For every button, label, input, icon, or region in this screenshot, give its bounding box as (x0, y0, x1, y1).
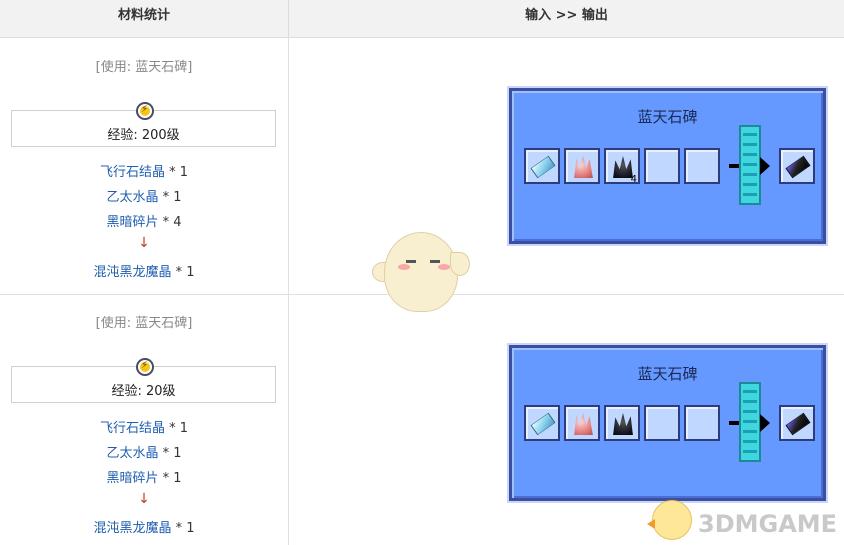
input-slot[interactable] (524, 405, 560, 441)
material-link[interactable]: 黑暗碎片 (106, 215, 159, 230)
arrow-right-icon (760, 414, 770, 432)
recipe-row: [使用: 蓝天石碑] ⚡ 经验: 20级 飞行石结晶 * 1 乙太水晶 * 1 … (0, 295, 844, 545)
stone-tablet-icon (739, 125, 761, 205)
input-slot-empty[interactable] (644, 405, 680, 441)
experience-box: ⚡ 经验: 200级 (11, 102, 276, 147)
panel-title: 蓝天石碑 (637, 108, 698, 126)
output-slot[interactable] (779, 405, 815, 441)
watermark-logo: 3DMGAME (647, 500, 842, 544)
material-qty: * 1 (158, 446, 182, 461)
material-link[interactable]: 黑暗碎片 (106, 471, 159, 486)
lightning-icon: ⚡ (136, 358, 154, 376)
pink-crystal-icon (574, 156, 593, 178)
material-item: 飞行石结晶 * 1 (0, 161, 288, 180)
crafting-panel: 蓝天石碑 4 (507, 86, 828, 246)
output-slot[interactable] (779, 148, 815, 184)
material-link[interactable]: 飞行石结晶 (99, 165, 165, 180)
down-arrow-icon: ↓ (138, 491, 150, 507)
ice-crystal-icon (530, 155, 556, 179)
header-materials: 材料统计 (0, 0, 289, 38)
material-qty: * 1 (164, 421, 189, 436)
lightning-icon: ⚡ (136, 102, 154, 120)
use-station-label: [使用: 蓝天石碑] (95, 60, 193, 75)
input-slot-empty[interactable] (644, 148, 680, 184)
experience-value: 经验: 200级 (107, 128, 180, 143)
pink-crystal-icon (574, 413, 593, 435)
input-slot-empty[interactable] (684, 148, 720, 184)
dark-shard-icon (613, 413, 633, 435)
ice-crystal-icon (530, 412, 556, 436)
result-item: 混沌黑龙魔晶 * 1 (0, 517, 288, 536)
material-qty: * 1 (158, 471, 182, 486)
slot-count: 4 (630, 174, 637, 185)
experience-value: 经验: 20级 (111, 384, 176, 399)
input-slot[interactable] (524, 148, 560, 184)
table-header: 材料统计 输入 >> 输出 (0, 0, 844, 38)
black-crystal-icon (785, 412, 811, 436)
result-link[interactable]: 混沌黑龙魔晶 (93, 521, 172, 536)
crafting-panel: 蓝天石碑 (507, 343, 828, 503)
use-station-label: [使用: 蓝天石碑] (95, 316, 193, 331)
material-link[interactable]: 乙太水晶 (106, 190, 159, 205)
result-item: 混沌黑龙魔晶 * 1 (0, 261, 288, 280)
result-qty: * 1 (171, 521, 195, 536)
material-qty: * 4 (158, 215, 182, 230)
input-slot[interactable] (564, 148, 600, 184)
input-slot-empty[interactable] (684, 405, 720, 441)
down-arrow-icon: ↓ (138, 235, 150, 251)
material-qty: * 1 (158, 190, 182, 205)
chick-logo-icon (647, 500, 692, 540)
material-qty: * 1 (164, 165, 189, 180)
result-link[interactable]: 混沌黑龙魔晶 (93, 265, 172, 280)
recipe-row: [使用: 蓝天石碑] ⚡ 经验: 200级 飞行石结晶 * 1 乙太水晶 * 1… (0, 38, 844, 294)
material-item: 黑暗碎片 * 4 (0, 211, 288, 230)
stone-tablet-icon (739, 382, 761, 462)
input-slot[interactable] (604, 405, 640, 441)
material-link[interactable]: 乙太水晶 (106, 446, 159, 461)
black-crystal-icon (785, 155, 811, 179)
column-divider (288, 38, 289, 545)
header-io: 输入 >> 输出 (525, 8, 608, 23)
input-slot[interactable]: 4 (604, 148, 640, 185)
experience-box: ⚡ 经验: 20级 (11, 358, 276, 403)
material-link[interactable]: 飞行石结晶 (99, 421, 165, 436)
material-item: 飞行石结晶 * 1 (0, 417, 288, 436)
material-item: 乙太水晶 * 1 (0, 186, 288, 205)
mascot-icon (372, 228, 472, 316)
material-item: 乙太水晶 * 1 (0, 442, 288, 461)
input-slot[interactable] (564, 405, 600, 441)
arrow-right-icon (760, 157, 770, 175)
result-qty: * 1 (171, 265, 195, 280)
panel-title: 蓝天石碑 (637, 365, 698, 383)
material-item: 黑暗碎片 * 1 (0, 467, 288, 486)
watermark-text: 3DMGAME (698, 510, 838, 538)
